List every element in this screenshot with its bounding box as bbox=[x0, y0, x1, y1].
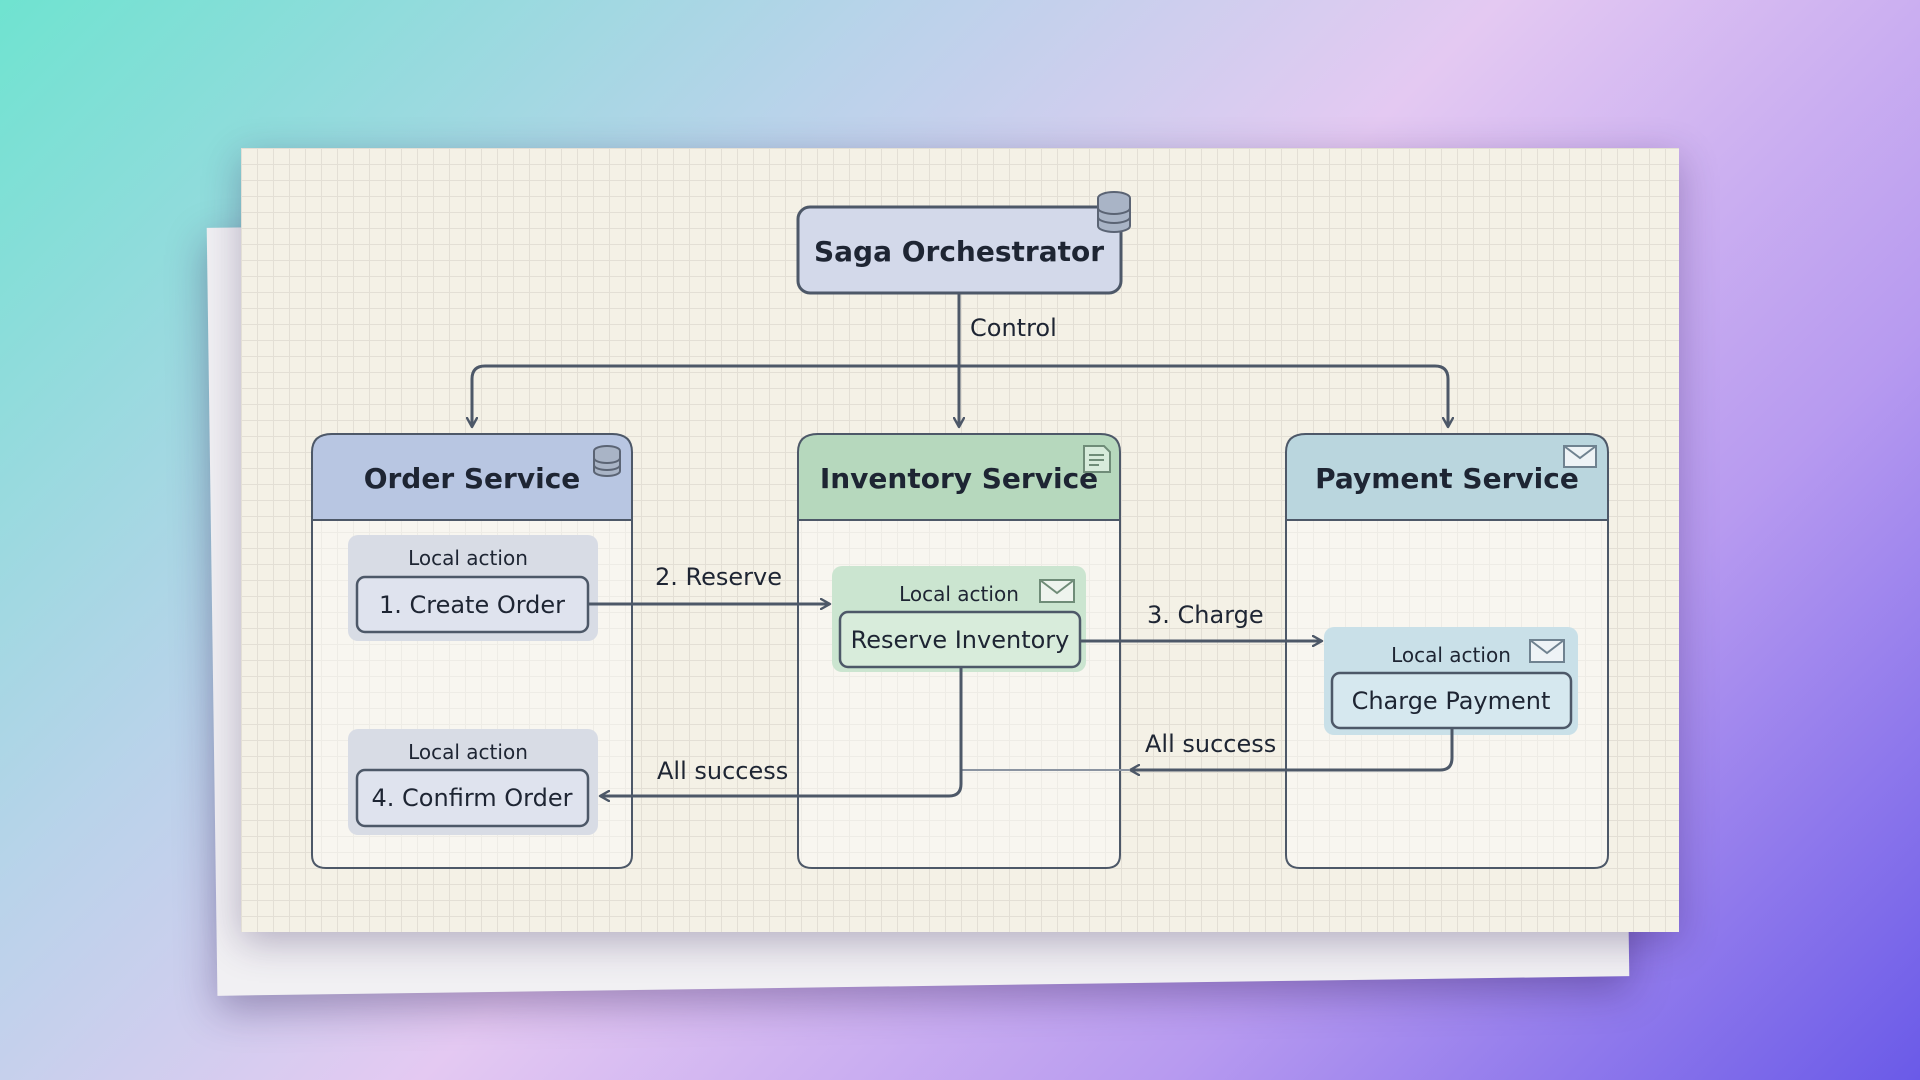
confirm-order-action: Local action 4. Confirm Order bbox=[348, 729, 598, 835]
inventory-service-title: Inventory Service bbox=[820, 462, 1098, 495]
payment-success-edge bbox=[960, 728, 1454, 770]
create-order-button[interactable]: 1. Create Order bbox=[355, 575, 590, 634]
payment-success-label: All success bbox=[1145, 730, 1276, 758]
charge-payment-button[interactable]: Charge Payment bbox=[1330, 671, 1573, 730]
confirm-order-button[interactable]: 4. Confirm Order bbox=[355, 768, 590, 828]
charge-payment-action: Local action Charge Payment bbox=[1324, 627, 1578, 735]
reserve-inventory-button[interactable]: Reserve Inventory bbox=[838, 610, 1082, 669]
envelope-icon bbox=[1563, 445, 1597, 468]
local-action-label: Local action bbox=[408, 740, 528, 764]
envelope-icon bbox=[1529, 639, 1565, 663]
order-service-title: Order Service bbox=[364, 462, 581, 495]
control-connectors bbox=[472, 293, 1448, 427]
svg-text:Reserve Inventory: Reserve Inventory bbox=[851, 626, 1070, 654]
create-order-action: Local action 1. Create Order bbox=[348, 535, 598, 641]
envelope-icon bbox=[1039, 579, 1075, 603]
document-icon bbox=[1083, 445, 1111, 473]
charge-edge-label: 3. Charge bbox=[1147, 601, 1264, 629]
saga-orchestrator-node[interactable]: Saga Orchestrator bbox=[796, 205, 1123, 295]
svg-text:Charge Payment: Charge Payment bbox=[1352, 687, 1551, 715]
svg-text:4. Confirm Order: 4. Confirm Order bbox=[372, 784, 573, 812]
control-label: Control bbox=[970, 314, 1057, 342]
local-action-label: Local action bbox=[899, 582, 1019, 606]
payment-service-title: Payment Service bbox=[1315, 462, 1579, 495]
database-icon bbox=[1097, 191, 1131, 233]
reserve-inventory-action: Local action Reserve Inventory bbox=[832, 566, 1086, 672]
orchestrator-title: Saga Orchestrator bbox=[814, 235, 1104, 268]
reserve-edge-label: 2. Reserve bbox=[655, 563, 782, 591]
local-action-label: Local action bbox=[1391, 643, 1511, 667]
inventory-success-label: All success bbox=[657, 757, 788, 785]
local-action-label: Local action bbox=[408, 546, 528, 570]
database-icon bbox=[593, 445, 621, 477]
svg-text:1. Create Order: 1. Create Order bbox=[379, 591, 565, 619]
inventory-success-edge bbox=[600, 667, 963, 796]
